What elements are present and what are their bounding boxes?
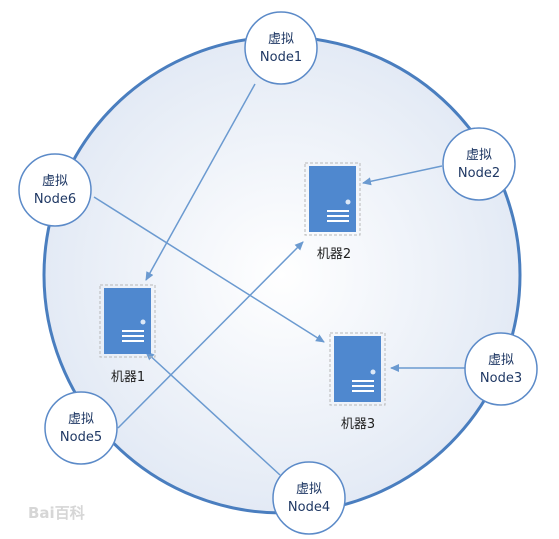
virtual-node-line2: Node2	[458, 166, 500, 181]
arrow-node6-machine3	[93, 196, 325, 343]
virtual-node-6: 虚拟 Node6	[18, 153, 92, 227]
arrow-node1-machine1	[145, 83, 256, 281]
arrow-node5-machine2	[117, 241, 304, 429]
machine-2: 机器2	[304, 162, 361, 262]
virtual-node-line2: Node5	[60, 430, 102, 445]
machine-label: 机器2	[317, 247, 351, 262]
arrow-node2-machine2	[362, 165, 443, 186]
server-icon	[309, 166, 356, 232]
virtual-node-3: 虚拟 Node3	[464, 332, 538, 406]
machine-label: 机器3	[341, 417, 375, 432]
virtual-node-line2: Node4	[288, 500, 330, 515]
mapping-arrows	[93, 83, 465, 476]
machine-1: 机器1	[99, 284, 156, 385]
virtual-node-5: 虚拟 Node5	[44, 391, 118, 465]
virtual-node-4: 虚拟 Node4	[272, 461, 346, 535]
hash-ring	[42, 35, 522, 515]
virtual-node-line1: 虚拟	[68, 412, 94, 427]
watermark: Bai百科	[28, 504, 85, 522]
virtual-node-line1: 虚拟	[268, 32, 294, 47]
virtual-node-line2: Node6	[34, 192, 76, 207]
server-icon	[334, 336, 381, 402]
arrow-node4-machine1	[145, 351, 281, 476]
virtual-node-line2: Node1	[260, 50, 302, 65]
virtual-node-line1: 虚拟	[42, 174, 68, 189]
virtual-node-line1: 虚拟	[296, 482, 322, 497]
virtual-node-1: 虚拟 Node1	[244, 11, 318, 85]
virtual-node-2: 虚拟 Node2	[442, 127, 516, 201]
virtual-node-line2: Node3	[480, 371, 522, 386]
machine-3: 机器3	[329, 332, 386, 432]
virtual-node-line1: 虚拟	[488, 353, 514, 368]
virtual-node-line1: 虚拟	[466, 148, 492, 163]
machine-label: 机器1	[111, 370, 145, 385]
